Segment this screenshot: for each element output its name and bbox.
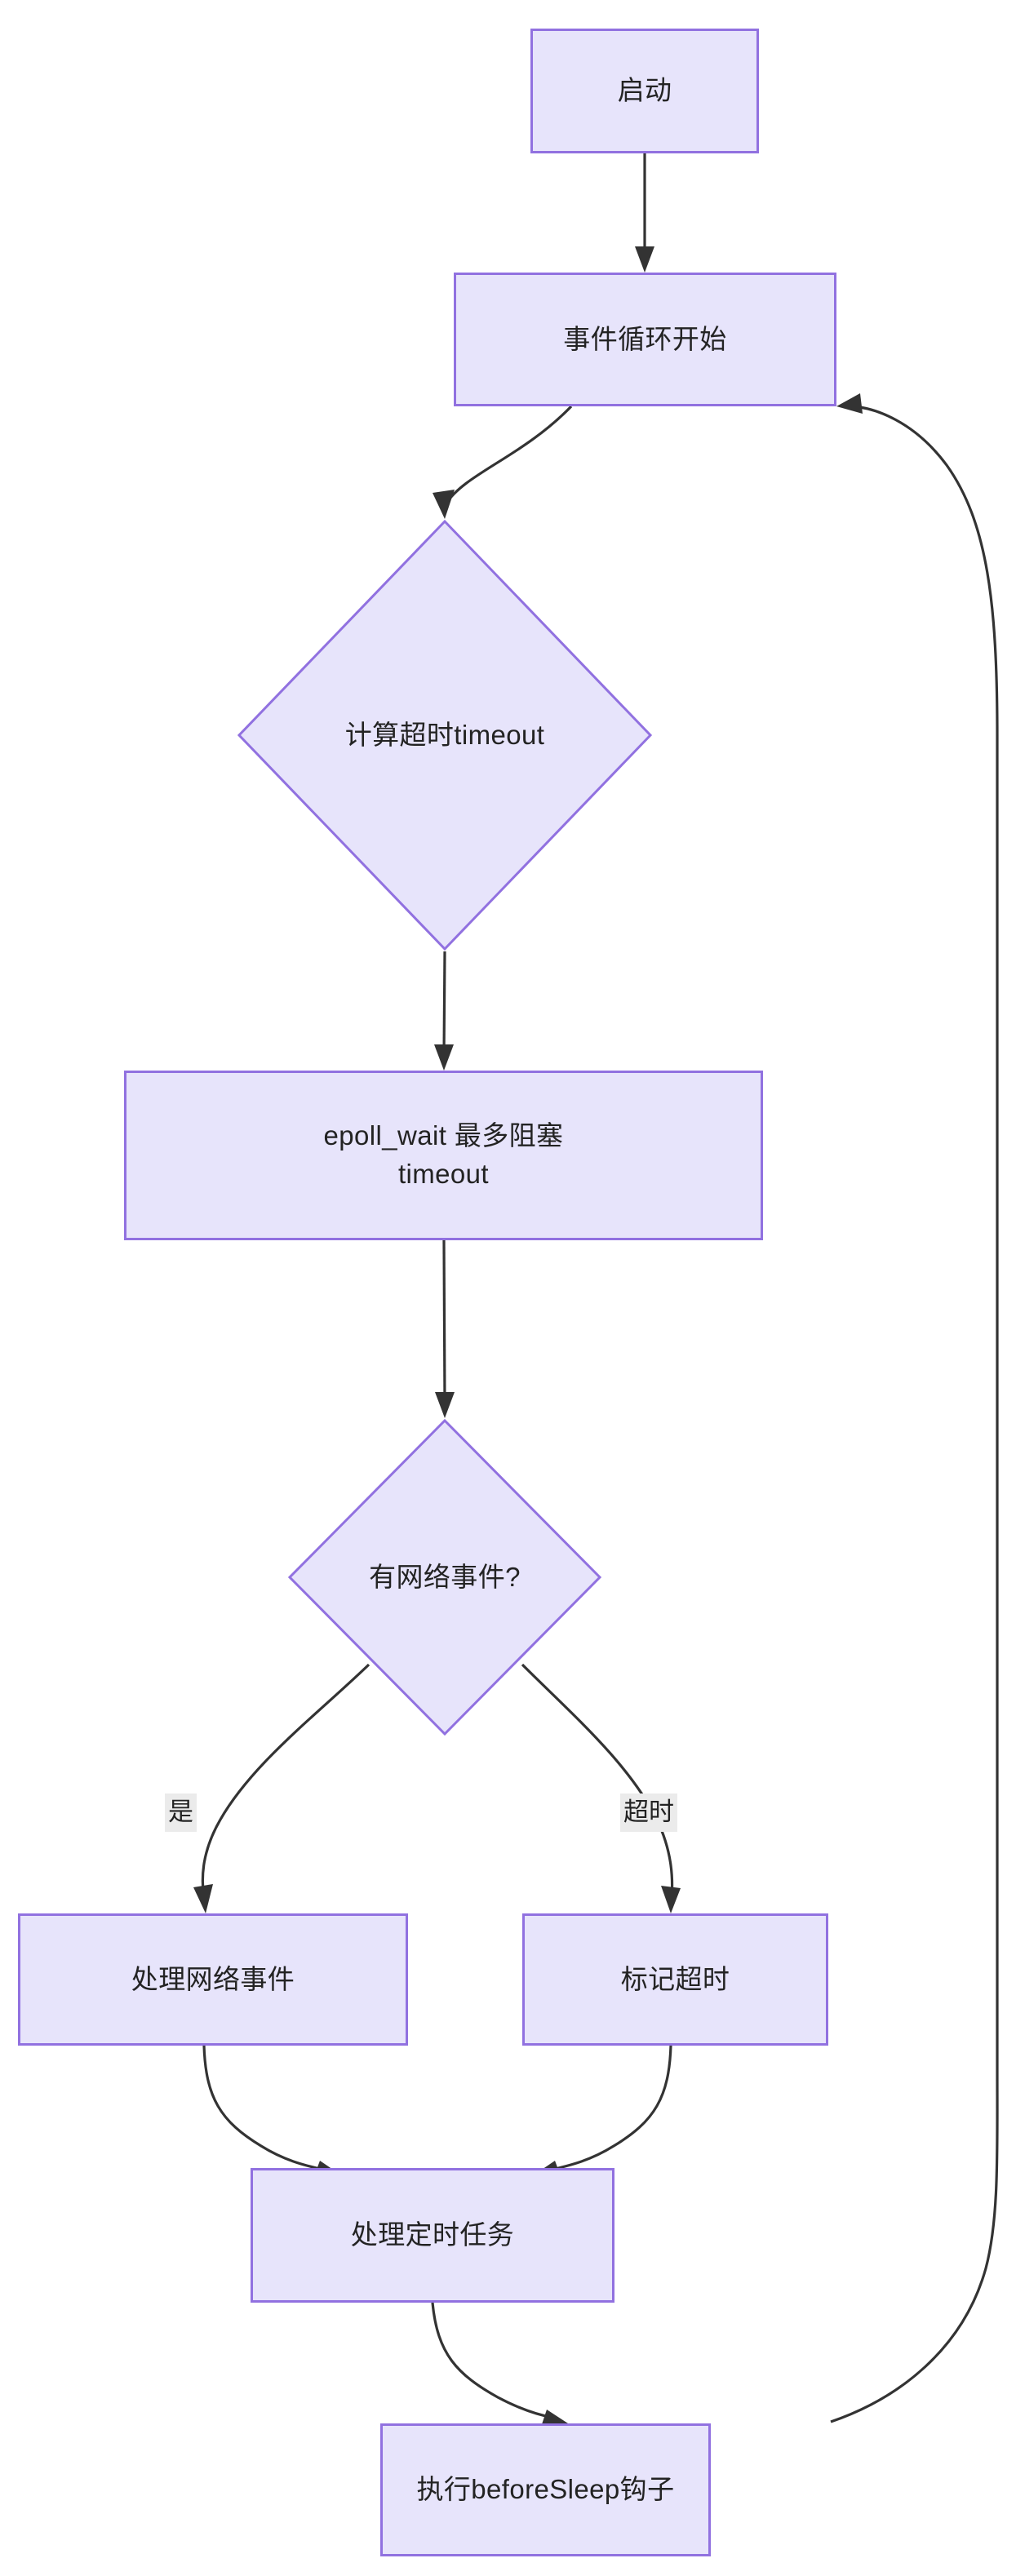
- node-has-net-evt[interactable]: 有网络事件?: [287, 1418, 602, 1736]
- edge-label-yes: 是: [165, 1793, 197, 1832]
- node-start-label: 启动: [617, 75, 672, 106]
- node-handle-net-label: 处理网络事件: [131, 1963, 295, 1994]
- node-calc-timeout-label: 计算超时timeout: [344, 719, 545, 750]
- edge-before-sleep-to-loop-begin: [830, 393, 999, 2423]
- node-loop-begin-label: 事件循环开始: [563, 323, 727, 354]
- node-epoll-wait[interactable]: epoll_wait 最多阻塞 timeout: [124, 1071, 763, 1240]
- edge-epoll-wait-to-has-net-evt: [435, 1239, 455, 1418]
- edge-mark-timeout-to-handle-timer: [535, 2045, 672, 2180]
- node-before-sleep-label: 执行beforeSleep钩子: [416, 2474, 675, 2505]
- node-epoll-wait-label: epoll_wait 最多阻塞 timeout: [323, 1120, 564, 1189]
- edge-calc-timeout-to-epoll-wait: [434, 951, 454, 1071]
- edge-handle-net-to-handle-timer: [202, 2045, 340, 2180]
- node-handle-timer[interactable]: 处理定时任务: [251, 2168, 614, 2303]
- node-before-sleep[interactable]: 执行beforeSleep钩子: [380, 2423, 711, 2556]
- node-loop-begin[interactable]: 事件循环开始: [454, 273, 836, 406]
- node-handle-timer-label: 处理定时任务: [350, 2219, 515, 2250]
- diamond-shape: [287, 1418, 602, 1736]
- node-mark-timeout-label: 标记超时: [620, 1963, 730, 1994]
- node-mark-timeout[interactable]: 标记超时: [522, 1913, 828, 2046]
- node-start[interactable]: 启动: [530, 29, 759, 153]
- edge-handle-timer-to-before-sleep: [431, 2302, 568, 2429]
- edge-loop-begin-to-calc-timeout: [433, 405, 573, 519]
- diamond-shape: [237, 519, 653, 951]
- node-calc-timeout[interactable]: 计算超时timeout: [237, 519, 653, 951]
- node-handle-net[interactable]: 处理网络事件: [18, 1913, 408, 2046]
- edge-start-to-loop-begin: [635, 153, 654, 273]
- edge-label-timeout: 超时: [620, 1793, 677, 1832]
- node-has-net-evt-label: 有网络事件?: [369, 1561, 521, 1592]
